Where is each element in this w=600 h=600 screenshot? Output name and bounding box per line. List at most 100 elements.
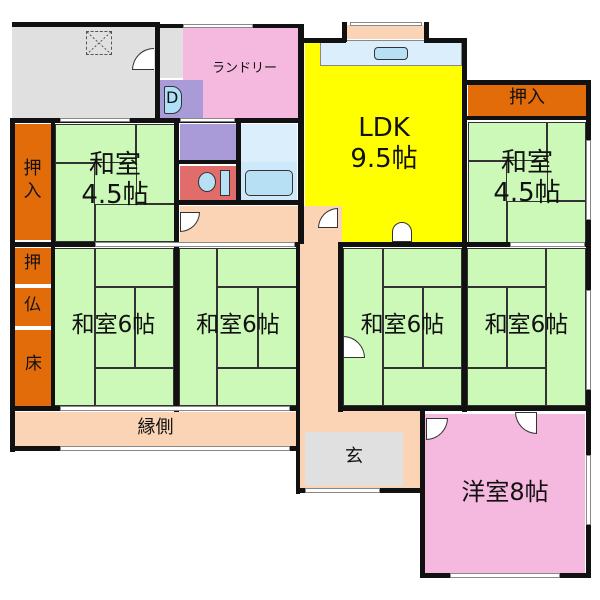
wall <box>462 116 590 120</box>
closet-small-label: 押 <box>24 253 41 273</box>
tatami <box>546 248 586 406</box>
wall <box>342 242 590 247</box>
tatami <box>217 248 297 287</box>
washitsu-6-2 <box>179 248 297 406</box>
tatami <box>95 287 135 368</box>
closet-west-label-1: 押 <box>23 158 42 179</box>
window <box>60 118 130 122</box>
bathroom-entry <box>241 124 297 162</box>
door[interactable] <box>392 222 412 242</box>
engawa-label: 縁側 <box>137 417 174 438</box>
wall <box>174 120 179 412</box>
toilet-icon <box>198 172 216 192</box>
washitsu-6-2-label: 和室6帖 <box>196 312 280 338</box>
wall <box>155 22 160 120</box>
genkan <box>305 432 403 486</box>
washitsu-ne-label-1: 和室 <box>500 148 553 178</box>
closet-small <box>14 248 51 284</box>
tokonoma <box>14 330 53 406</box>
wall <box>338 406 590 411</box>
wall <box>298 24 304 244</box>
window <box>450 573 560 578</box>
washitsu-nw-label-1: 和室 <box>88 150 141 180</box>
skylight-icon <box>86 31 112 55</box>
washitsu-ne <box>468 122 586 244</box>
wall <box>178 160 238 164</box>
tatami <box>179 248 217 406</box>
closet-ne <box>468 84 586 116</box>
window <box>60 406 290 411</box>
toilet-tank-icon <box>220 170 230 196</box>
corridor <box>180 206 305 242</box>
wall <box>424 22 429 42</box>
window <box>180 118 235 122</box>
window <box>350 22 422 26</box>
tokonoma-label: 床 <box>25 354 42 374</box>
washitsu-ne-label-2: 4.5帖 <box>493 178 561 208</box>
yoshitsu-label: 洋室8帖 <box>461 478 549 506</box>
sink-icon <box>374 47 408 60</box>
tatami <box>467 368 546 406</box>
bay-window <box>346 25 426 39</box>
wall <box>178 200 300 205</box>
washitsu-6-1 <box>53 248 174 406</box>
washer-icon <box>164 86 182 114</box>
washitsu-6-1-label: 和室6帖 <box>71 312 156 338</box>
bathtub-icon <box>245 170 293 196</box>
tatami <box>55 163 95 242</box>
wall <box>342 22 347 42</box>
wall <box>420 410 425 578</box>
tatami <box>468 122 547 161</box>
washitsu-6-3-label: 和室6帖 <box>360 312 445 338</box>
laundry-label: ランドリー <box>212 61 278 76</box>
washitsu-nw <box>55 124 175 242</box>
tatami <box>95 368 174 406</box>
corridor-vertical <box>300 206 342 438</box>
ldk-label-2: 9.5帖 <box>350 144 418 174</box>
tatami <box>383 368 462 406</box>
passage-gray <box>158 28 183 78</box>
storage-area <box>12 24 155 120</box>
tatami <box>135 287 174 368</box>
tatami <box>55 124 136 163</box>
wall <box>300 38 346 43</box>
window <box>586 140 591 220</box>
tatami <box>343 248 383 406</box>
window <box>586 290 591 390</box>
wash-closet <box>180 124 236 160</box>
yoshitsu <box>425 414 585 574</box>
window <box>183 24 253 28</box>
wall <box>12 22 155 27</box>
washer-label: D <box>166 88 179 107</box>
tatami <box>467 248 546 287</box>
tatami <box>507 287 546 368</box>
butsudan-label: 仏 <box>24 295 41 315</box>
tatami <box>383 248 462 287</box>
tatami <box>217 287 258 368</box>
wall <box>296 244 300 494</box>
genkan-label: 玄 <box>345 446 363 467</box>
wall <box>10 118 15 452</box>
washitsu-6-4 <box>467 248 586 406</box>
wall <box>338 242 343 412</box>
closet-ne-label: 押入 <box>509 87 545 108</box>
tatami <box>423 287 462 368</box>
washitsu-6-3 <box>343 248 462 406</box>
tatami <box>95 248 174 287</box>
wall <box>236 120 241 202</box>
washitsu-6-4-label: 和室6帖 <box>484 312 569 338</box>
window <box>60 446 290 451</box>
tatami <box>217 368 297 406</box>
ldk-label-1: LDK <box>358 113 410 143</box>
wall <box>10 118 300 123</box>
tatami <box>383 287 423 368</box>
engawa <box>14 412 297 446</box>
tatami <box>467 287 507 368</box>
window <box>586 455 591 525</box>
wall <box>462 38 467 412</box>
closet-west-label-2: 入 <box>23 181 42 202</box>
closet-west <box>14 124 51 240</box>
butsudan <box>14 288 51 326</box>
wall <box>51 120 55 410</box>
